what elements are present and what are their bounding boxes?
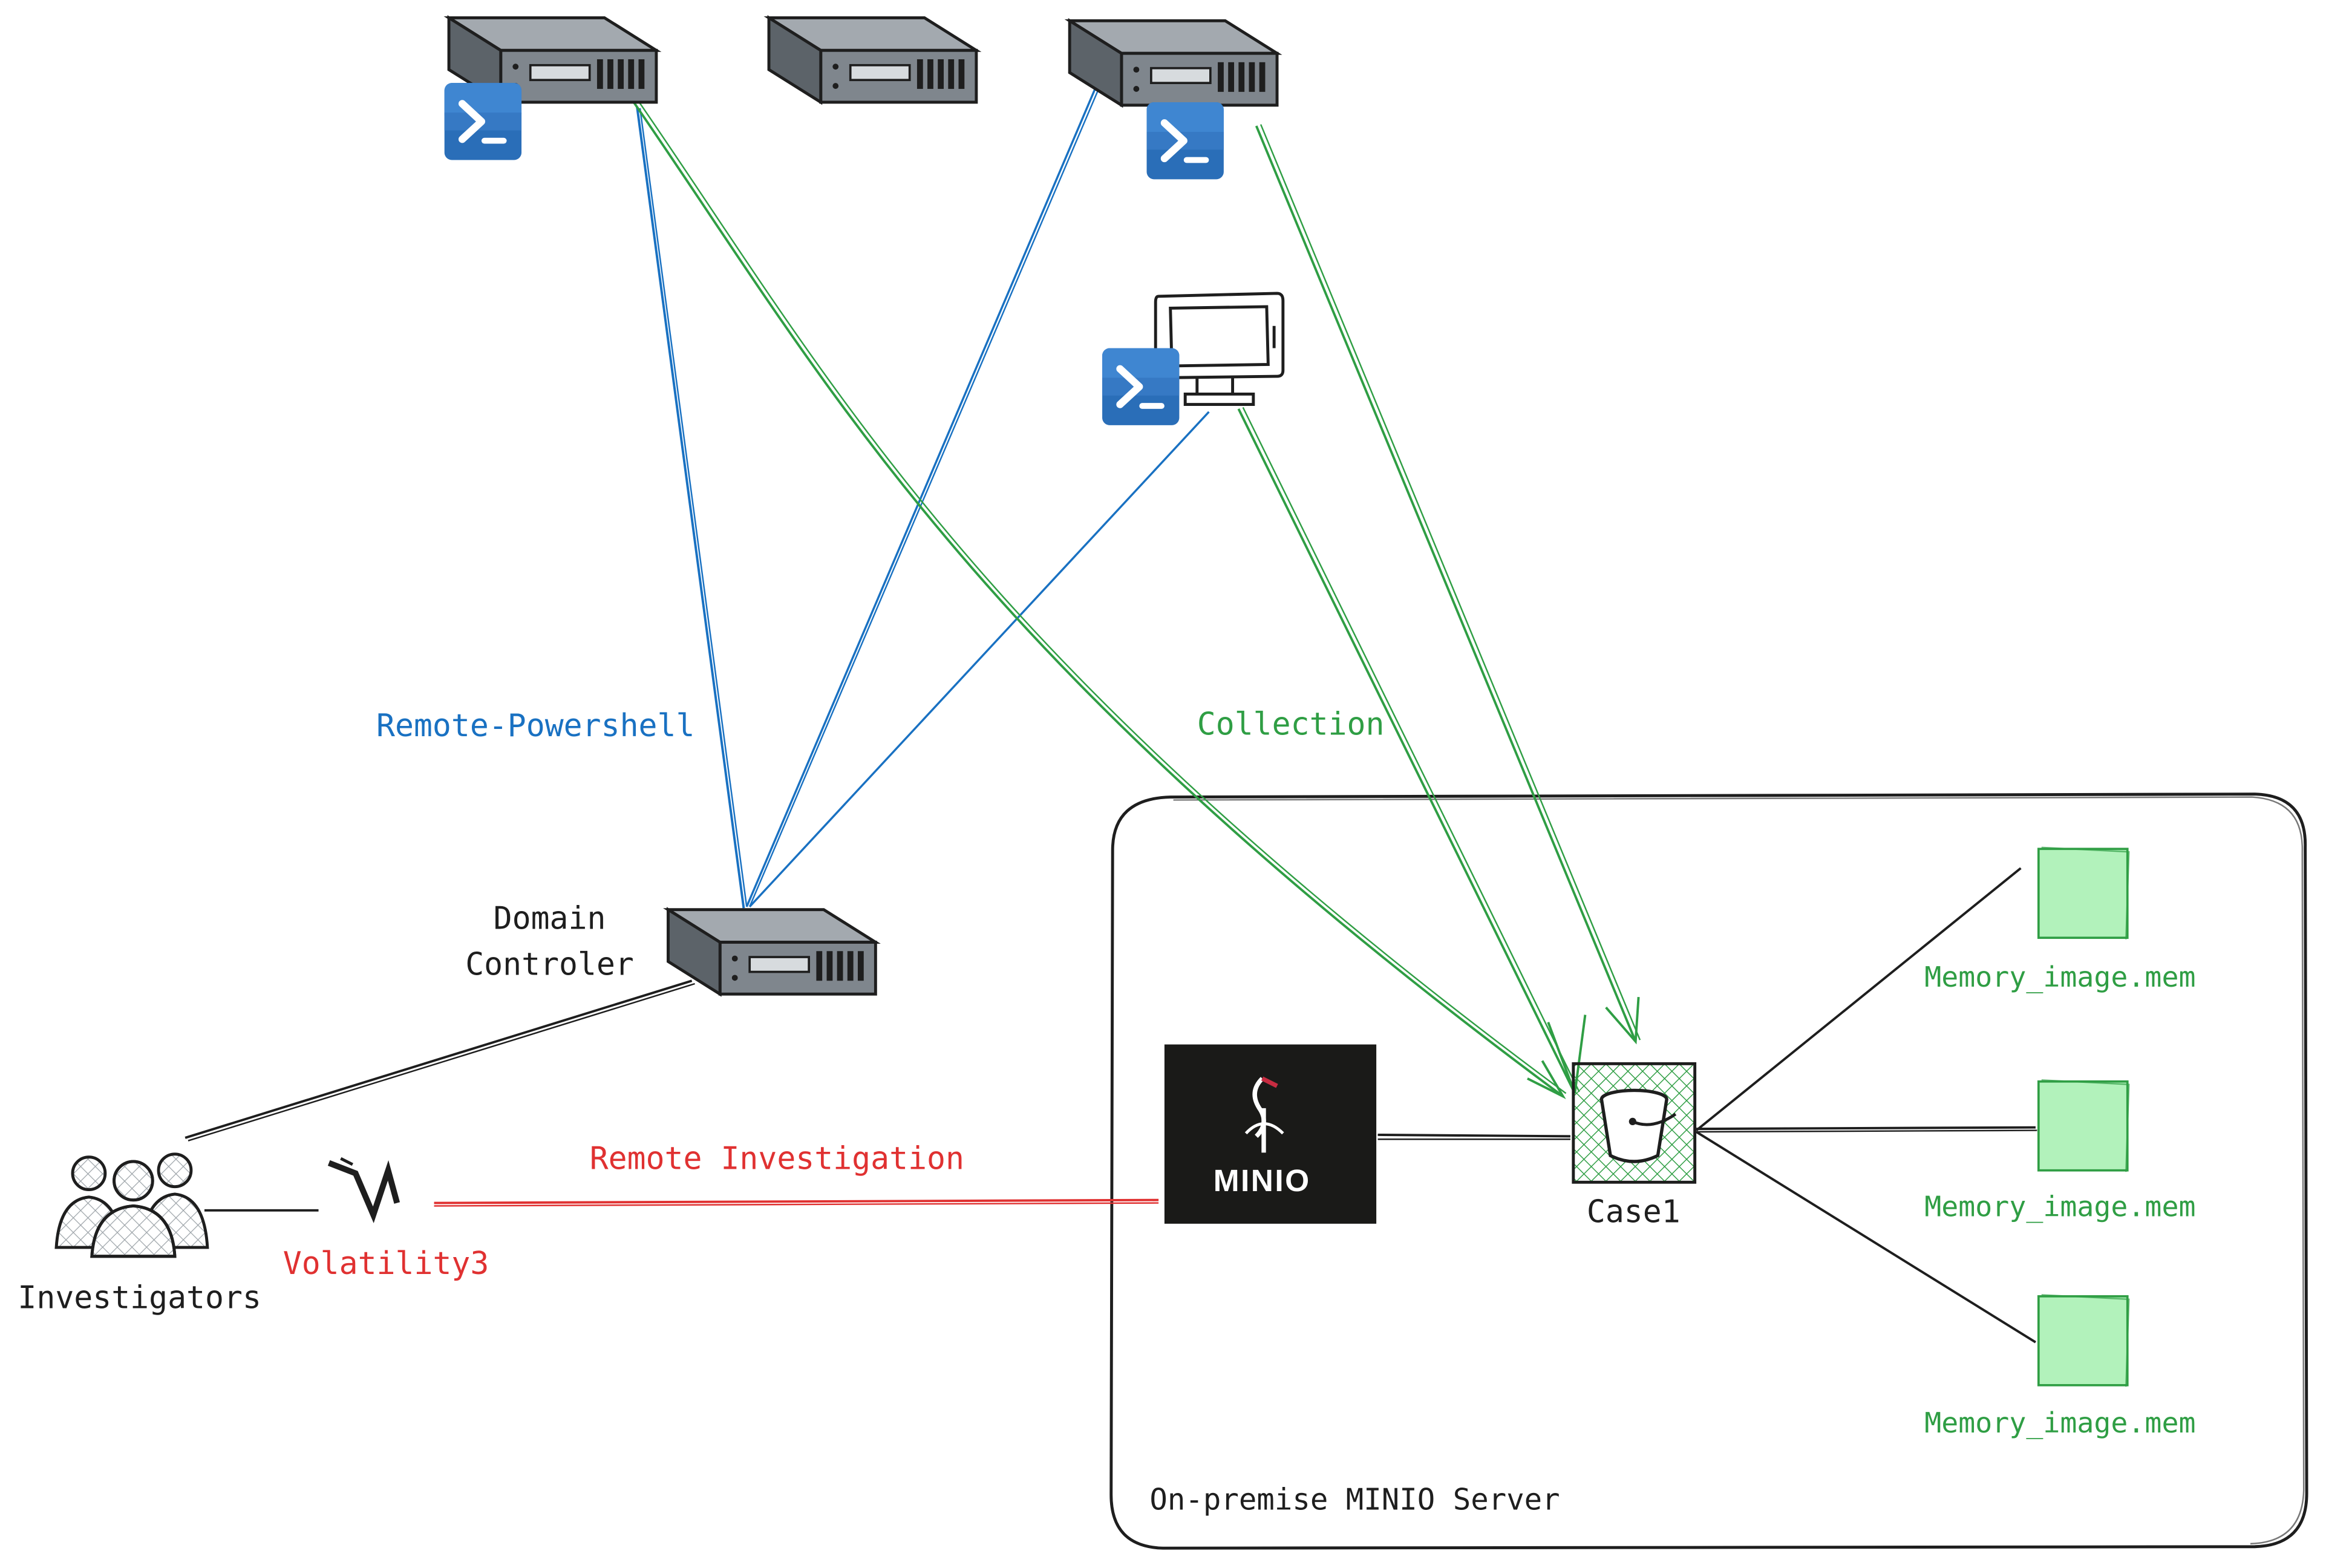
- file-square-icon: [2037, 1293, 2131, 1388]
- powershell-icon: [445, 83, 521, 160]
- memory-image-label: Memory_image.mem: [1924, 961, 2196, 995]
- powershell-icon: [1147, 102, 1224, 179]
- bucket-icon: [1572, 1062, 1697, 1184]
- server-icon: [769, 18, 976, 102]
- remote-powershell-connections: [636, 85, 1210, 909]
- server-group-frame: [1109, 792, 2308, 1550]
- volatility-logo-icon: [327, 1157, 400, 1223]
- powershell-icon: [1102, 348, 1179, 425]
- black-connections: [185, 867, 2037, 1344]
- file-square-icon: [2037, 846, 2131, 941]
- remote-investigation-label: Remote Investigation: [589, 1140, 964, 1177]
- memory-image-label: Memory_image.mem: [1924, 1407, 2196, 1440]
- remote-investigation-connection: [434, 1198, 1159, 1207]
- collection-label: Collection: [1197, 707, 1385, 742]
- collection-connections: [629, 94, 1641, 1099]
- server-group-label: On-premise MINIO Server: [1149, 1481, 1560, 1517]
- file-square-icon: [2037, 1079, 2131, 1173]
- users-group-icon: [54, 1152, 209, 1258]
- memory-image-label: Memory_image.mem: [1924, 1191, 2196, 1224]
- domain-controller-label-line2: Controler: [465, 946, 634, 982]
- volatility-label: Volatility3: [283, 1246, 489, 1282]
- server-icon: [1070, 21, 1277, 105]
- minio-logo-icon: [1164, 1044, 1377, 1224]
- domain-controller-server-icon: [668, 910, 875, 995]
- bucket-label: Case1: [1586, 1194, 1681, 1230]
- investigators-label: Investigators: [18, 1279, 261, 1316]
- domain-controller-label-line1: Domain: [493, 900, 606, 936]
- domain-controller-label: Domain Controler: [462, 897, 637, 988]
- monitor-icon: [1154, 292, 1285, 407]
- minio-logo-text: MINIO: [1213, 1164, 1311, 1199]
- remote-powershell-label: Remote-Powershell: [376, 708, 695, 744]
